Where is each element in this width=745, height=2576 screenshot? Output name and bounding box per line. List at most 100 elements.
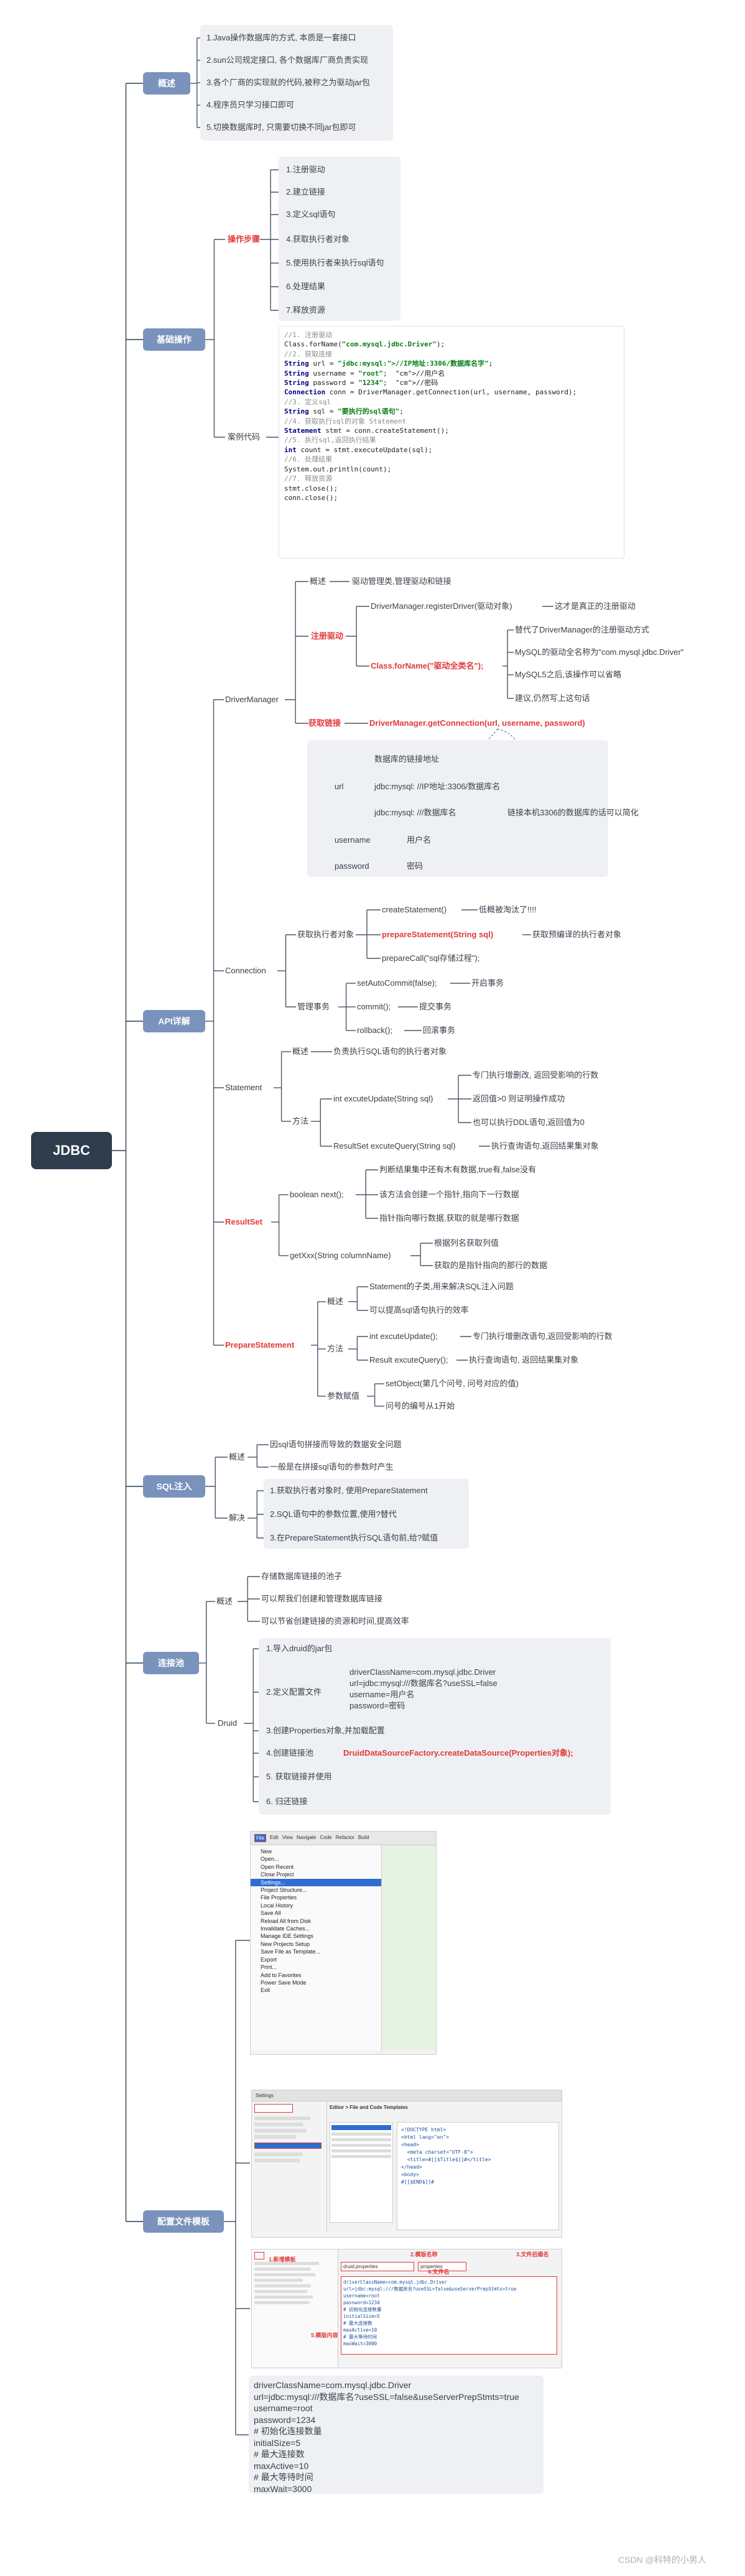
template-name-field[interactable]: druid.properties	[341, 2262, 414, 2271]
step-item: 4.获取执行者对象	[286, 234, 349, 244]
menubar-item[interactable]: Code	[320, 1835, 332, 1840]
stmt-update-item: 也可以执行DDL语句,返回值为0	[473, 1118, 585, 1127]
druid-config-text: driverClassName=com.mysql.jdbc.Driver ur…	[349, 1667, 497, 1710]
code-line: //6. 处理结果	[284, 455, 333, 464]
conn-create: createStatement()	[382, 905, 447, 914]
menubar-item[interactable]: File	[254, 1834, 266, 1842]
file-menu-item[interactable]: Save File as Template...	[261, 1948, 320, 1955]
rs-getx-item: 根据列名获取列值	[434, 1238, 499, 1248]
ide-settings-screenshot: Settings Editor > File and Code Template…	[251, 2090, 562, 2238]
dm-register-method-desc: 这才是真正的注册驱动	[555, 601, 636, 611]
file-menu-item[interactable]: Exit	[261, 1987, 271, 1994]
conn-autocommit: setAutoCommit(false);	[357, 978, 437, 988]
file-menu-item[interactable]: Export	[261, 1956, 277, 1963]
menubar-item[interactable]: Refactor	[335, 1835, 354, 1840]
file-menu-item[interactable]: Settings...	[251, 1878, 381, 1887]
code-line: conn.close();	[284, 493, 338, 502]
step-item: 6.处理结果	[286, 282, 325, 291]
conn-tx: 管理事务	[297, 1002, 330, 1011]
node-inject[interactable]: SQL注入	[143, 1475, 205, 1498]
dm-getconn: 获取链接	[308, 718, 341, 728]
overview-item: 5.切换数据库时, 只需要切换不同jar包即可	[206, 123, 356, 132]
api-statement: Statement	[225, 1083, 262, 1092]
code-line: //3. 定义sql	[284, 397, 331, 406]
code-line: System.out.println(count);	[284, 465, 392, 473]
template-ext-field[interactable]: properties	[418, 2262, 466, 2271]
file-menu-item[interactable]: Invalidate Caches...	[261, 1925, 310, 1932]
step-label: 1.新增模板	[269, 2256, 296, 2263]
file-menu-item[interactable]: Power Save Mode	[261, 1979, 307, 1986]
root-node[interactable]: JDBC	[31, 1132, 112, 1169]
watermark: CSDN @科特的小男人	[618, 2555, 706, 2565]
stmt-methods: 方法	[292, 1116, 309, 1126]
file-menu-item[interactable]: Add to Favorites	[261, 1971, 302, 1978]
ps-params-item: setObject(第几个问号, 问号对应的值)	[386, 1379, 519, 1388]
template-text: driverClassName=com.mysql.jdbc.Driver ur…	[254, 2380, 519, 2494]
rs-next-item: 该方法会创建一个指针,指向下一行数据	[379, 1190, 519, 1199]
api-drivermanager: DriverManager	[225, 695, 279, 704]
stmt-update: int excuteUpdate(String sql)	[333, 1094, 433, 1103]
node-api[interactable]: API详解	[143, 1010, 205, 1032]
step-item: 1.注册驱动	[286, 165, 325, 174]
file-menu-item[interactable]: New Projects Setup	[261, 1940, 310, 1947]
conn-rollback: rollback();	[357, 1026, 393, 1035]
inject-overview: 概述	[229, 1452, 246, 1462]
conn-commit-desc: 提交事务	[419, 1002, 452, 1011]
code-line: //7. 释放资源	[284, 475, 333, 483]
druid-factory: DruidDataSourceFactory.createDataSource(…	[343, 1748, 573, 1758]
code-line: String password = "1234"; "cm">//密码	[284, 379, 438, 387]
file-menu-item[interactable]: Manage IDE Settings	[261, 1933, 314, 1940]
druid-item: 5. 获取链接并使用	[266, 1772, 332, 1781]
conn-commit: commit();	[357, 1002, 391, 1011]
dm-forname-item: 替代了DriverManager的注册驱动方式	[515, 625, 649, 634]
step-label: 2.模版名称	[410, 2251, 438, 2258]
menubar-item[interactable]: View	[282, 1835, 293, 1840]
rs-getx-item: 获取的是指针指向的那行的数据	[434, 1261, 548, 1270]
settings-title: Settings	[252, 2090, 562, 2101]
step-item: 5.使用执行者来执行sql语句	[286, 258, 384, 267]
code-line: //4. 获取执行sql的对象 Statement	[284, 417, 407, 425]
file-menu-item[interactable]: Project Structure...	[261, 1887, 307, 1894]
pool-overview-item: 存储数据库链接的池子	[261, 1572, 343, 1581]
code-line: String username = "root"; "cm">//用户名	[284, 369, 445, 378]
ide-file-menu-screenshot: File Edit View Navigate Code Refactor Bu…	[250, 1831, 437, 2055]
dm-password: password	[335, 861, 369, 871]
node-basic[interactable]: 基础操作	[143, 328, 205, 351]
druid-box	[259, 1638, 611, 1815]
conn-rollback-desc: 回滚事务	[423, 1026, 456, 1035]
inject-solve-item: 2.SQL语句中的参数位置,使用?替代	[270, 1509, 397, 1519]
file-menu-item[interactable]: New	[261, 1848, 272, 1855]
file-menu-item[interactable]: Close Project	[261, 1871, 294, 1878]
pool-overview: 概述	[216, 1596, 233, 1606]
ps-params-item: 问号的编号从1开始	[386, 1401, 455, 1411]
menubar-item[interactable]: Edit	[269, 1835, 279, 1840]
template-text-box	[249, 2376, 544, 2494]
template-content[interactable]: driverClassName=com.mysql.jdbc.Driver ur…	[341, 2276, 557, 2355]
file-menu-item[interactable]: Save All	[261, 1910, 281, 1917]
node-overview[interactable]: 概述	[143, 72, 190, 95]
file-menu-item[interactable]: Local History	[261, 1902, 294, 1909]
node-pool[interactable]: 连接池	[143, 1652, 199, 1674]
file-menu-item[interactable]: Open Recent	[261, 1863, 294, 1870]
dm-url-item: jdbc:mysql: ///数据库名	[374, 808, 456, 817]
basic-steps-label: 操作步骤	[228, 234, 261, 244]
dm-username: username	[335, 835, 371, 845]
inject-solve-box	[264, 1479, 469, 1549]
file-menu-item[interactable]: Print...	[261, 1964, 277, 1971]
node-template[interactable]: 配置文件模板	[143, 2210, 224, 2233]
step-label: 5.模版内容	[311, 2332, 338, 2338]
conn-getexec: 获取执行者对象	[297, 930, 354, 939]
inject-overview-item: 因sql语句拼接而导致的数据安全问题	[270, 1440, 402, 1449]
rs-next-item: 判断结果集中还有木有数据,true有,false没有	[379, 1165, 537, 1174]
file-menu-item[interactable]: File Properties	[261, 1894, 297, 1901]
overview-item: 2.sun公司规定接口, 各个数据库厂商负责实现	[206, 55, 369, 65]
code-line: //2. 获取连接	[284, 350, 333, 358]
dm-url: url	[335, 782, 344, 791]
stmt-update-item: 专门执行增删改, 返回受影响的行数	[473, 1070, 599, 1080]
code-line: String url = "jdbc:mysql:">//IP地址:3306/数…	[284, 359, 493, 368]
step-label: 4.文件名	[428, 2269, 450, 2275]
file-menu-item[interactable]: Reload All from Disk	[261, 1917, 312, 1924]
file-menu-item[interactable]: Open...	[261, 1856, 279, 1863]
menubar-item[interactable]: Navigate	[296, 1835, 317, 1840]
menubar-item[interactable]: Build	[358, 1835, 369, 1840]
